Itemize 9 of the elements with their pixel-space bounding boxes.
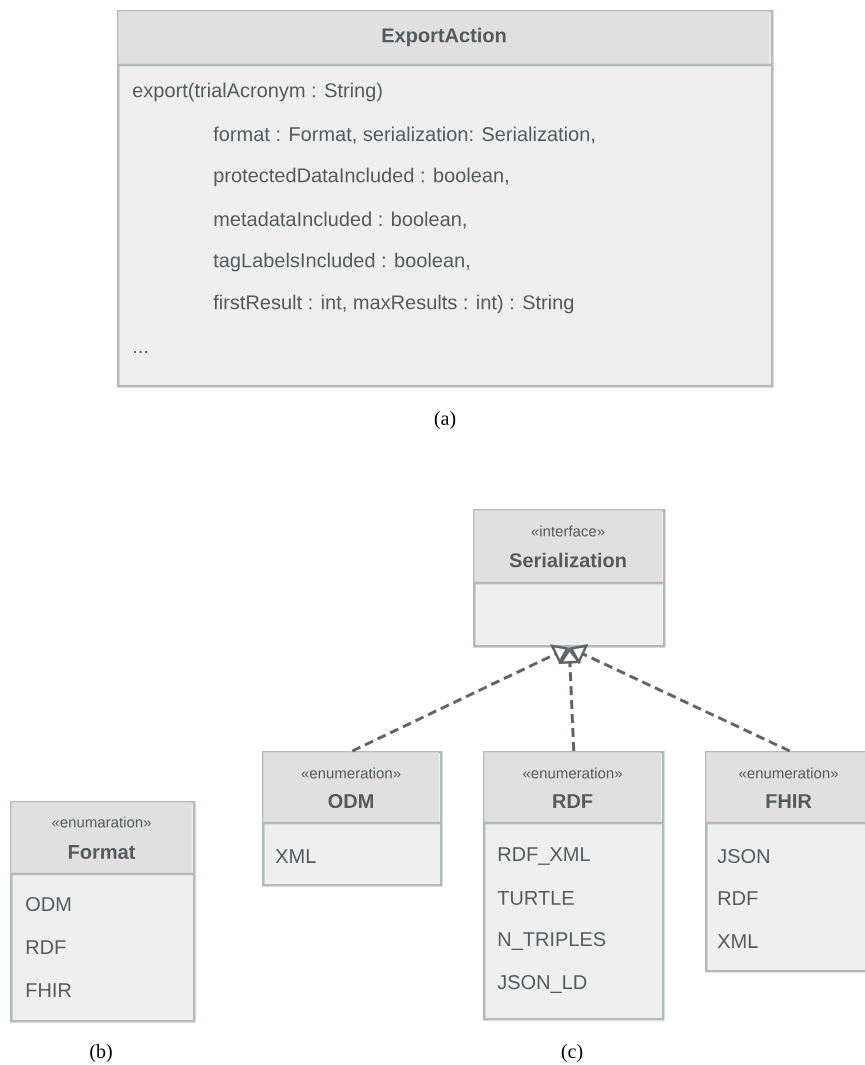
class-box: ExportAction export(trialAcronym : String) format : Format, serialization: Serialization, protectedDataIncluded : boolean, metadataIncluded : boolean, tagLabelsIncluded : boolean, firstResult : int, maxResults : int) : String ... <box>117 10 774 388</box>
panel-label: (c) <box>561 1043 583 1063</box>
panel-label: (b) <box>90 1043 112 1063</box>
class-box: «enumeration» ODM XML <box>262 751 443 887</box>
panel-label: (a) <box>434 410 456 430</box>
class-box: «interface» Serialization <box>473 509 666 648</box>
class-box: «enumeration» RDF RDF_XML TURTLE N_TRIPLES JSON_LD <box>483 751 665 1021</box>
class-box: «enumaration» Format ODM RDF FHIR <box>10 801 196 1023</box>
class-box: «enumeration» FHIR JSON RDF XML <box>705 751 865 973</box>
